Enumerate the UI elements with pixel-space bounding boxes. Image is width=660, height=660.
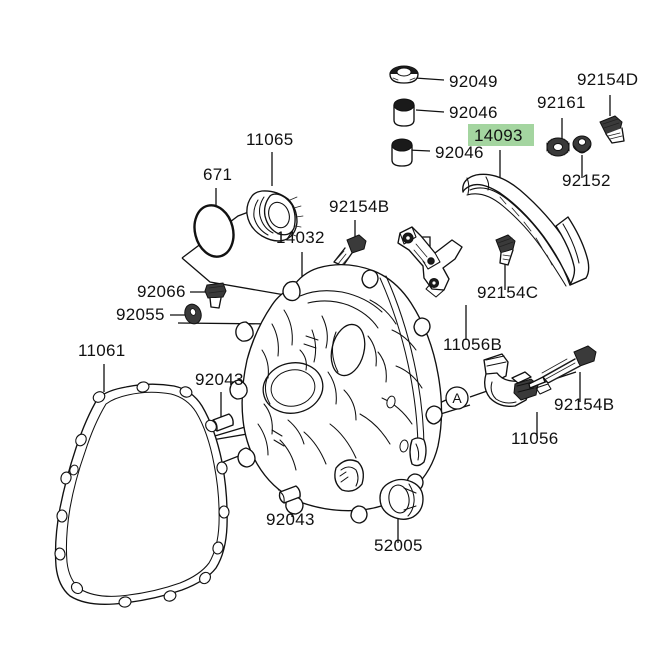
- label-92154B-bottom[interactable]: 92154B: [554, 395, 614, 414]
- part-14032-clutch-cover: [229, 263, 443, 524]
- label-92046-upper[interactable]: 92046: [449, 103, 498, 122]
- label-92046-lower[interactable]: 92046: [435, 143, 484, 162]
- part-92049: [389, 65, 419, 84]
- label-92161[interactable]: 92161: [537, 93, 586, 112]
- label-92154B-top[interactable]: 92154B: [329, 197, 389, 216]
- label-14093[interactable]: 14093: [474, 126, 523, 145]
- part-92043-lower: [278, 485, 301, 504]
- reference-marker-letter: A: [452, 390, 462, 406]
- label-92055[interactable]: 92055: [116, 305, 165, 324]
- part-92154D: [599, 115, 625, 144]
- part-number-labels: 92049 92046 92046 14093 92161 92154D 921…: [78, 70, 638, 555]
- part-11065: [246, 190, 304, 242]
- part-92154B-bottom: [528, 345, 597, 389]
- part-671-oring: [193, 204, 235, 258]
- label-92049[interactable]: 92049: [449, 72, 498, 91]
- part-92066: [204, 282, 227, 309]
- label-11056[interactable]: 11056: [511, 429, 559, 448]
- highlight-rect-14093: [468, 124, 534, 146]
- part-92154B-top: [333, 234, 367, 267]
- label-92043-upper[interactable]: 92043: [195, 370, 244, 389]
- label-671[interactable]: 671: [203, 165, 232, 184]
- label-52005[interactable]: 52005: [374, 536, 423, 555]
- part-11056-bracket: [483, 353, 552, 407]
- part-14093-chain-guide: [462, 173, 590, 287]
- part-11056B-bracket: [397, 226, 463, 298]
- part-92161: [546, 137, 570, 157]
- part-92046-upper: [393, 98, 415, 127]
- label-11061[interactable]: 11061: [78, 341, 126, 360]
- label-92154D[interactable]: 92154D: [577, 70, 638, 89]
- label-92043-lower[interactable]: 92043: [266, 510, 315, 529]
- reference-marker-A: A: [445, 386, 469, 410]
- part-92046-lower: [391, 138, 413, 167]
- label-11065[interactable]: 11065: [246, 130, 294, 149]
- part-92055: [184, 303, 202, 325]
- label-92154C[interactable]: 92154C: [477, 283, 538, 302]
- part-92154C: [495, 234, 516, 266]
- label-92066[interactable]: 92066: [137, 282, 186, 301]
- label-92152[interactable]: 92152: [562, 171, 611, 190]
- part-92043-upper: [211, 413, 234, 432]
- part-11061-gasket: [54, 381, 230, 608]
- part-52005-oil-seal: [379, 478, 424, 520]
- label-14032[interactable]: 14032: [276, 228, 325, 247]
- label-11056B[interactable]: 11056B: [443, 335, 502, 354]
- part-92152: [572, 135, 592, 154]
